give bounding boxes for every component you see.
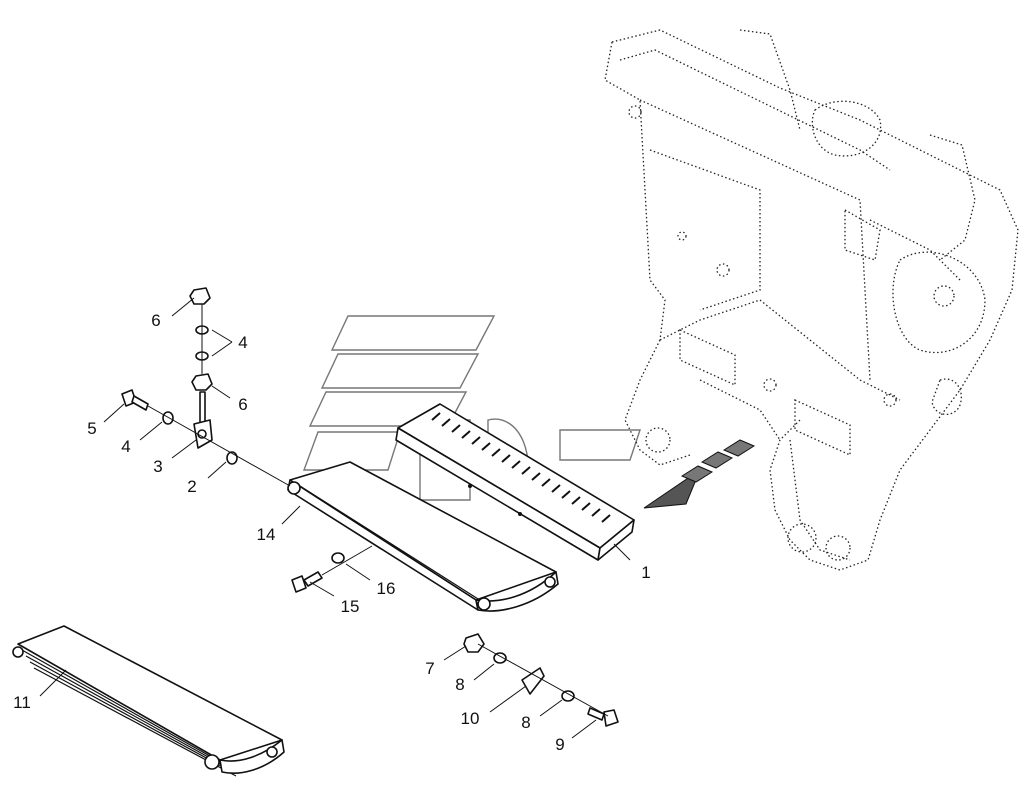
label-1: 1 (641, 563, 650, 582)
bolt-5 (121, 389, 149, 411)
label-6-top: 6 (151, 311, 160, 330)
washer-8-top (493, 652, 507, 664)
label-14: 14 (257, 525, 276, 544)
label-6-bottom: 6 (238, 395, 247, 414)
leader-lines (39, 297, 631, 739)
label-9: 9 (555, 735, 564, 754)
label-8-top: 8 (455, 675, 464, 694)
direction-arrow (643, 439, 756, 509)
bolt-9 (587, 707, 619, 727)
tractor-frame (604, 29, 1019, 571)
callout-labels: 6 4 6 5 4 3 2 14 1 16 15 11 7 8 10 8 9 (13, 311, 651, 754)
label-3: 3 (153, 457, 162, 476)
lower-step (12, 625, 285, 777)
label-15: 15 (341, 597, 360, 616)
washer-8-bottom (561, 690, 575, 702)
nut-7 (463, 633, 485, 653)
label-11: 11 (13, 693, 31, 712)
label-7: 7 (425, 659, 434, 678)
label-10: 10 (461, 709, 480, 728)
step-plate (395, 403, 635, 561)
label-5: 5 (87, 419, 96, 438)
label-8-bottom: 8 (521, 713, 530, 732)
eye-bolt-assembly (189, 287, 213, 449)
label-4-top: 4 (238, 333, 247, 352)
label-4-bottom: 4 (121, 437, 130, 456)
washer-16 (331, 552, 345, 564)
step-bracket (287, 461, 559, 612)
washer-4 (162, 411, 174, 425)
clamp-10 (521, 667, 545, 695)
bolt-15 (291, 571, 323, 593)
label-2: 2 (187, 477, 196, 496)
label-16: 16 (377, 579, 396, 598)
